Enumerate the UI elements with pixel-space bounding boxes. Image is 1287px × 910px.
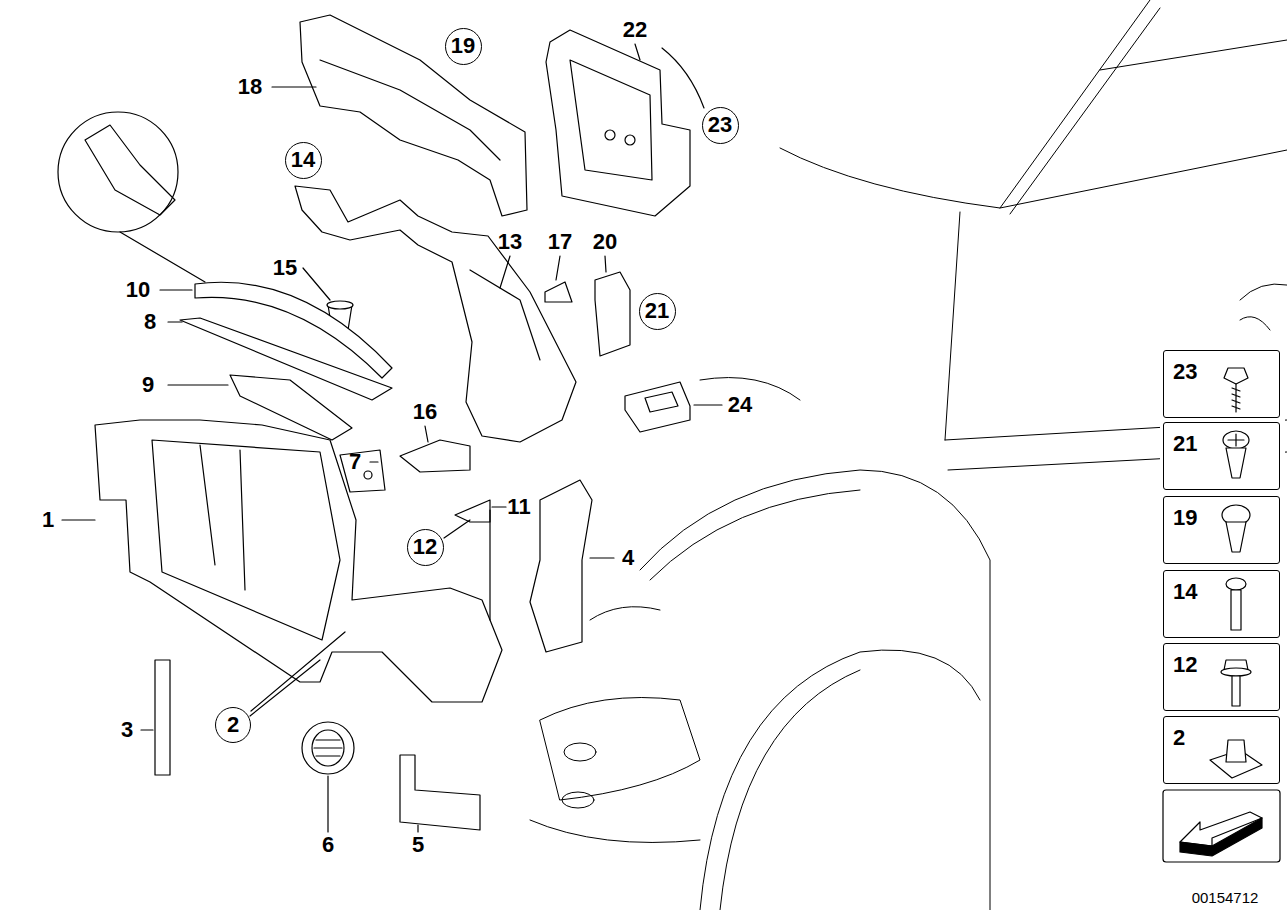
callout-number: 19 bbox=[1173, 507, 1197, 529]
callout-number: 21 bbox=[1173, 433, 1197, 455]
callout-number: 8 bbox=[144, 311, 156, 333]
callout-number: 6 bbox=[322, 834, 334, 856]
callout-number: 23 bbox=[708, 114, 732, 136]
callout-number: 19 bbox=[451, 35, 475, 57]
callout-number: 12 bbox=[413, 536, 437, 558]
callout-number: 3 bbox=[121, 719, 133, 741]
fastener-cell: 21 bbox=[1163, 422, 1280, 490]
callout-number: 18 bbox=[238, 76, 262, 98]
callout-number: 20 bbox=[593, 231, 617, 253]
callout-number: 16 bbox=[413, 401, 437, 423]
callout-number: 2 bbox=[1173, 727, 1185, 749]
callout-number: 2 bbox=[227, 714, 239, 736]
callout-circle: 14 bbox=[285, 142, 322, 179]
callout-circle: 12 bbox=[407, 529, 444, 566]
callout-circle: 23 bbox=[702, 107, 739, 144]
callout-number: 12 bbox=[1173, 654, 1197, 676]
callout-number: 24 bbox=[728, 394, 752, 416]
fastener-cell: 12 bbox=[1163, 643, 1280, 711]
callout-number: 23 bbox=[1173, 361, 1197, 383]
drawing-number: 00154712 bbox=[1192, 890, 1259, 905]
callout-number: 4 bbox=[622, 547, 634, 569]
callout-number: 21 bbox=[645, 300, 669, 322]
callout-circle: 21 bbox=[639, 293, 676, 330]
callout-number: 7 bbox=[349, 451, 361, 473]
callout-number: 15 bbox=[273, 257, 297, 279]
fastener-cell: 14 bbox=[1163, 570, 1280, 638]
callout-circle: 2 bbox=[215, 707, 251, 743]
callout-number: 22 bbox=[623, 19, 647, 41]
callout-number: 11 bbox=[507, 496, 530, 518]
callout-number: 14 bbox=[291, 149, 315, 171]
fastener-cell: 2 bbox=[1163, 716, 1280, 784]
callout-number: 9 bbox=[142, 374, 154, 396]
callout-number: 13 bbox=[498, 231, 522, 253]
callout-number: 5 bbox=[412, 834, 424, 856]
fastener-cell: 23 bbox=[1163, 350, 1280, 418]
callout-number: 1 bbox=[42, 509, 54, 531]
callout-number: 14 bbox=[1173, 581, 1197, 603]
fastener-cell: 19 bbox=[1163, 496, 1280, 564]
callout-number: 17 bbox=[548, 231, 572, 253]
callout-circle: 19 bbox=[445, 28, 482, 65]
callout-number: 10 bbox=[126, 279, 150, 301]
